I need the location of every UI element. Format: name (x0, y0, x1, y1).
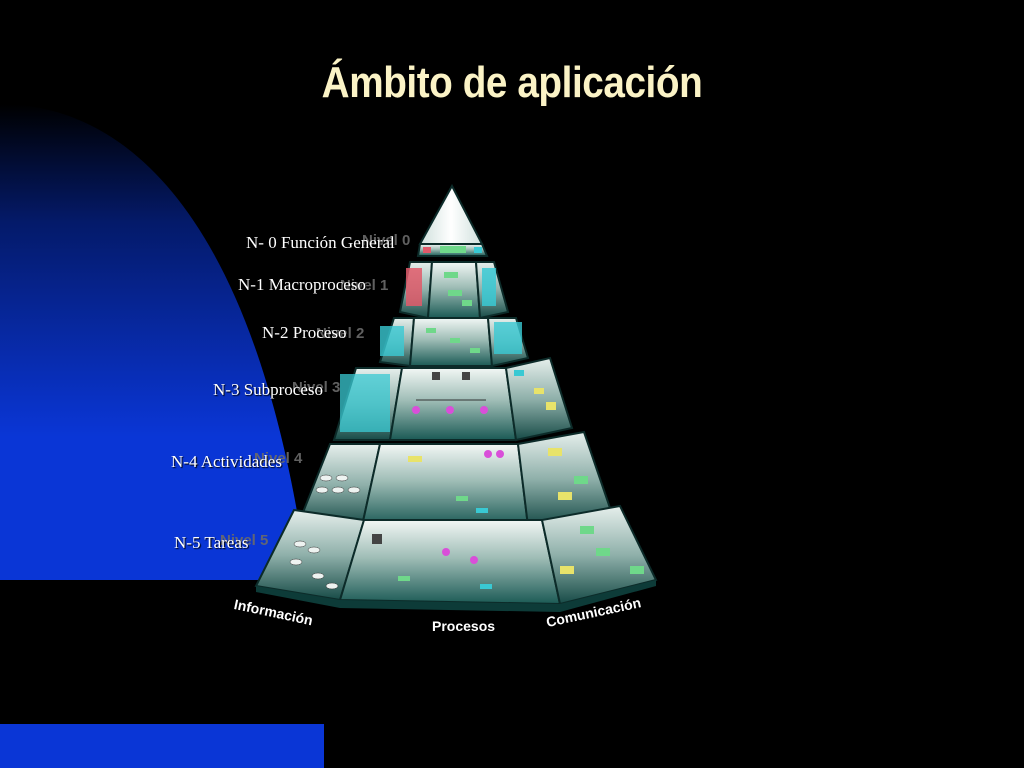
pyramid-tier-0 (416, 243, 489, 257)
label-level-3: N-3 Subproceso (213, 380, 324, 399)
pyramid-tier-3 (332, 356, 574, 442)
ghost-label-level-4: Nivel 4 (254, 450, 303, 467)
pyramid-tier-5 (254, 504, 658, 606)
pyramid-tier-2 (378, 317, 530, 368)
pyramid-tier-4 (298, 430, 612, 528)
ghost-label-level-3: Nivel 3 (292, 379, 341, 396)
ghost-label-level-1: Nivel 1 (340, 277, 389, 294)
pyramid-tier-1 (398, 261, 510, 320)
pyramid-base (256, 580, 656, 612)
label-level-1: N-1 Macroproceso (238, 275, 366, 294)
bottom-blue-bar (0, 724, 324, 768)
pyramid-apex (418, 183, 484, 245)
ghost-label-level-2: Nivel 2 (316, 325, 365, 342)
face-label-procesos: Procesos (432, 618, 496, 634)
label-level-5: N-5 Tareas (174, 533, 249, 552)
label-level-2: N-2 Proceso (262, 323, 347, 342)
label-level-0: N- 0 Función General (246, 233, 395, 252)
label-level-4: N-4 Actividades (171, 452, 282, 471)
ghost-label-level-5: Nivel 5 (220, 532, 269, 549)
slide-title: Ámbito de aplicación (321, 58, 703, 107)
ghost-label-level-0: Nivel 0 (362, 232, 411, 249)
